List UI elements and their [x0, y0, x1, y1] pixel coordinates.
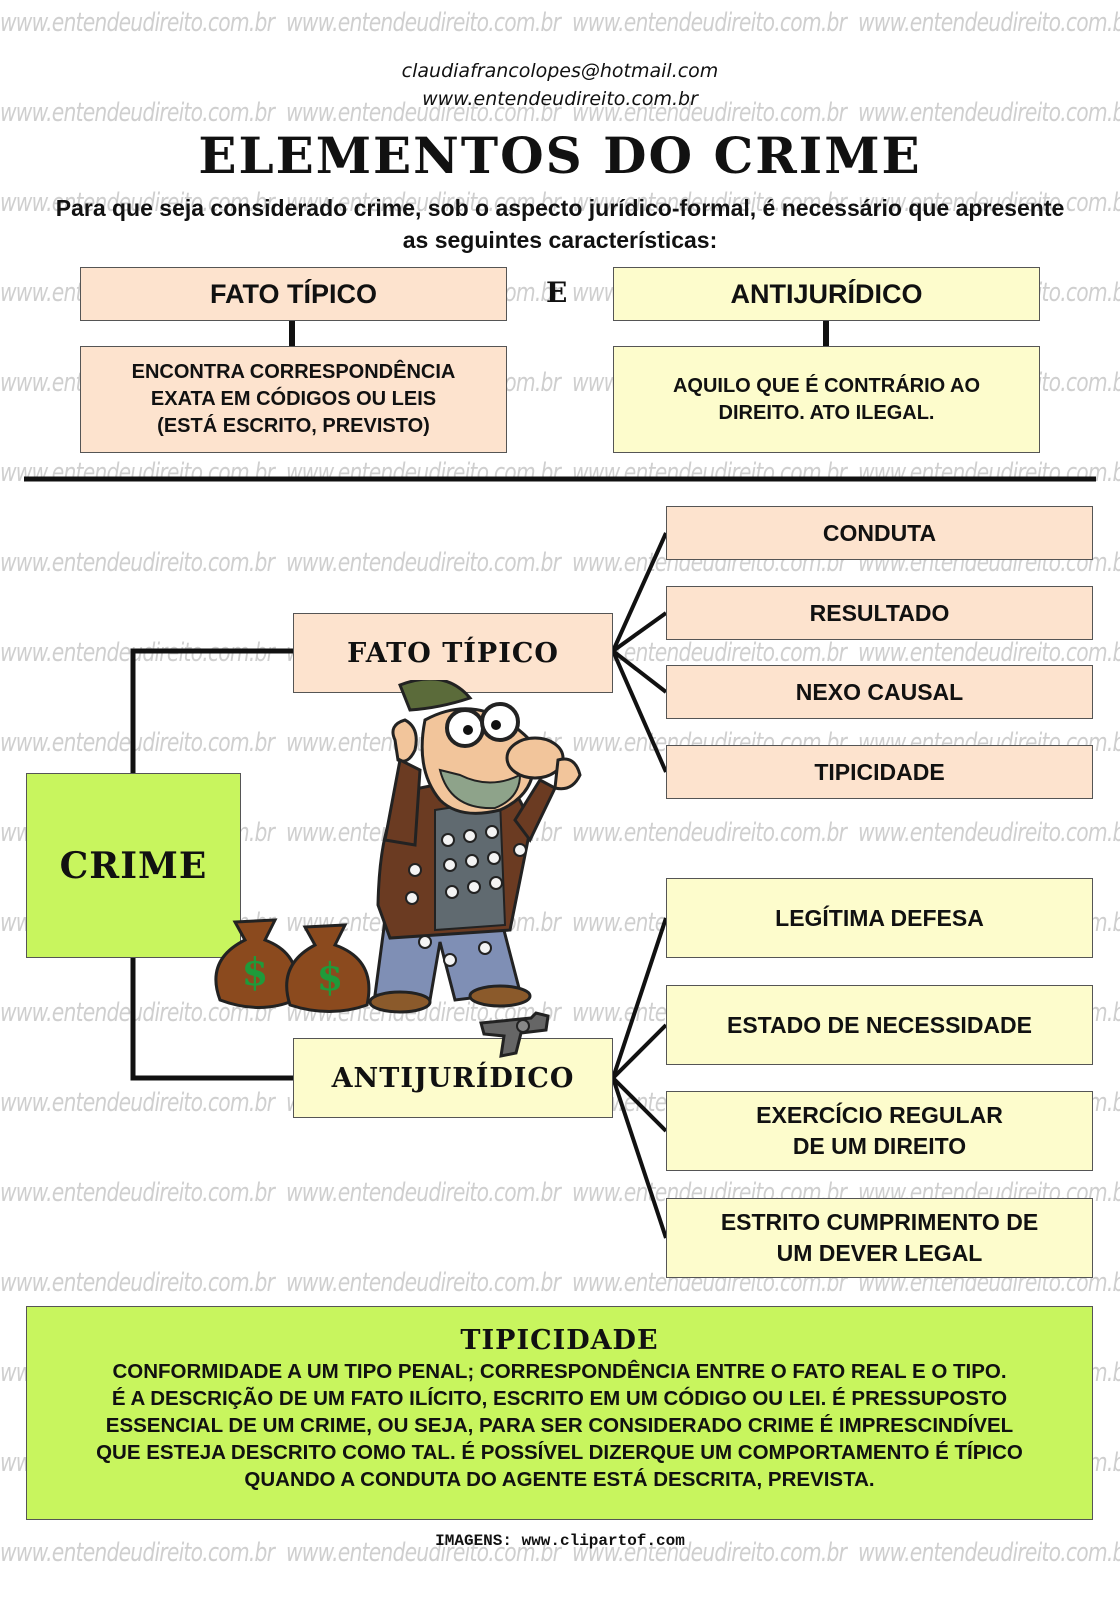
leaf-legitima-defesa: LEGÍTIMA DEFESA: [666, 878, 1093, 958]
tipicidade-line: QUE ESTEJA DESCRITO COMO TAL. É POSSÍVEL…: [96, 1439, 1023, 1466]
author-email: claudiafrancolopes@hotmail.com: [0, 58, 1120, 84]
leaf-tipicidade: TIPICIDADE: [666, 745, 1093, 799]
tipicidade-line: É A DESCRIÇÃO DE UM FATO ILÍCITO, ESCRIT…: [112, 1385, 1007, 1412]
tipicidade-line: CONFORMIDADE A UM TIPO PENAL; CORRESPOND…: [112, 1358, 1006, 1385]
top-antijuridico-heading: ANTIJURÍDICO: [613, 267, 1040, 321]
tipicidade-line: QUANDO A CONDUTA DO AGENTE ESTÁ DESCRITA…: [244, 1466, 874, 1493]
author-site: www.entendeudireito.com.br: [0, 86, 1120, 112]
leaf-line: UM DEVER LEGAL: [777, 1238, 983, 1269]
money-symbol: $: [242, 949, 268, 994]
leaf-exercicio-regular: EXERCÍCIO REGULAR DE UM DIREITO: [666, 1091, 1093, 1171]
money-bag-icon: $ $: [205, 900, 395, 1020]
page-title: ELEMENTOS DO CRIME: [0, 126, 1120, 185]
money-symbol: $: [317, 954, 343, 999]
tipicidade-definition-box: TIPICIDADE CONFORMIDADE A UM TIPO PENAL;…: [26, 1306, 1093, 1520]
top-fato-tipico-description: ENCONTRA CORRESPONDÊNCIA EXATA EM CÓDIGO…: [80, 346, 507, 453]
tipicidade-line: ESSENCIAL DE UM CRIME, OU SEJA, PARA SER…: [106, 1412, 1013, 1439]
description-line: ENCONTRA CORRESPONDÊNCIA: [132, 359, 456, 386]
description-line: (ESTÁ ESCRITO, PREVISTO): [157, 413, 430, 440]
leaf-line: ESTRITO CUMPRIMENTO DE: [721, 1207, 1038, 1238]
leaf-estrito-cumprimento: ESTRITO CUMPRIMENTO DE UM DEVER LEGAL: [666, 1198, 1093, 1278]
revolver-icon: [476, 1008, 566, 1063]
image-credit-footer: IMAGENS: www.clipartof.com: [0, 1532, 1120, 1550]
leaf-line: EXERCÍCIO REGULAR: [756, 1100, 1003, 1131]
leaf-estado-de-necessidade: ESTADO DE NECESSIDADE: [666, 985, 1093, 1065]
description-line: AQUILO QUE É CONTRÁRIO AO: [673, 373, 980, 400]
leaf-resultado: RESULTADO: [666, 586, 1093, 640]
leaf-line: DE UM DIREITO: [793, 1131, 966, 1162]
intro-text: Para que seja considerado crime, sob o a…: [40, 192, 1080, 256]
leaf-conduta: CONDUTA: [666, 506, 1093, 560]
description-line: DIREITO. ATO ILEGAL.: [719, 400, 935, 427]
description-line: EXATA EM CÓDIGOS OU LEIS: [151, 386, 436, 413]
tipicidade-title: TIPICIDADE: [460, 1325, 658, 1356]
top-fato-tipico-heading: FATO TÍPICO: [80, 267, 507, 321]
leaf-nexo-causal: NEXO CAUSAL: [666, 665, 1093, 719]
and-connector: E: [546, 276, 567, 309]
top-antijuridico-description: AQUILO QUE É CONTRÁRIO AO DIREITO. ATO I…: [613, 346, 1040, 453]
